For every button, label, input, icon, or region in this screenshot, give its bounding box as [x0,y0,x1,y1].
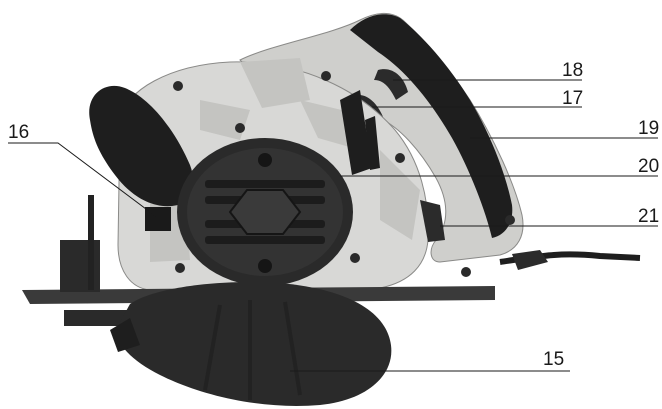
leader-lines [8,79,658,372]
callout-19: 19 [638,118,659,139]
trigger [374,69,408,100]
callout-17: 17 [562,88,583,109]
callout-20: 20 [638,156,659,177]
power-cord [499,251,641,265]
motor-cap [177,138,353,286]
callout-18: 18 [562,60,583,81]
callout-16: 16 [8,122,29,143]
leader-line-16 [8,142,159,219]
callout-labels: 18 17 19 20 21 16 15 [8,60,659,370]
depth-adjust-lever [420,200,445,242]
callout-15: 15 [543,349,564,370]
lower-blade-guard [117,282,392,406]
handle-rubber-grip [350,14,513,238]
front-knob [89,85,194,207]
callout-21: 21 [638,206,659,227]
saw-illustration [22,13,641,406]
